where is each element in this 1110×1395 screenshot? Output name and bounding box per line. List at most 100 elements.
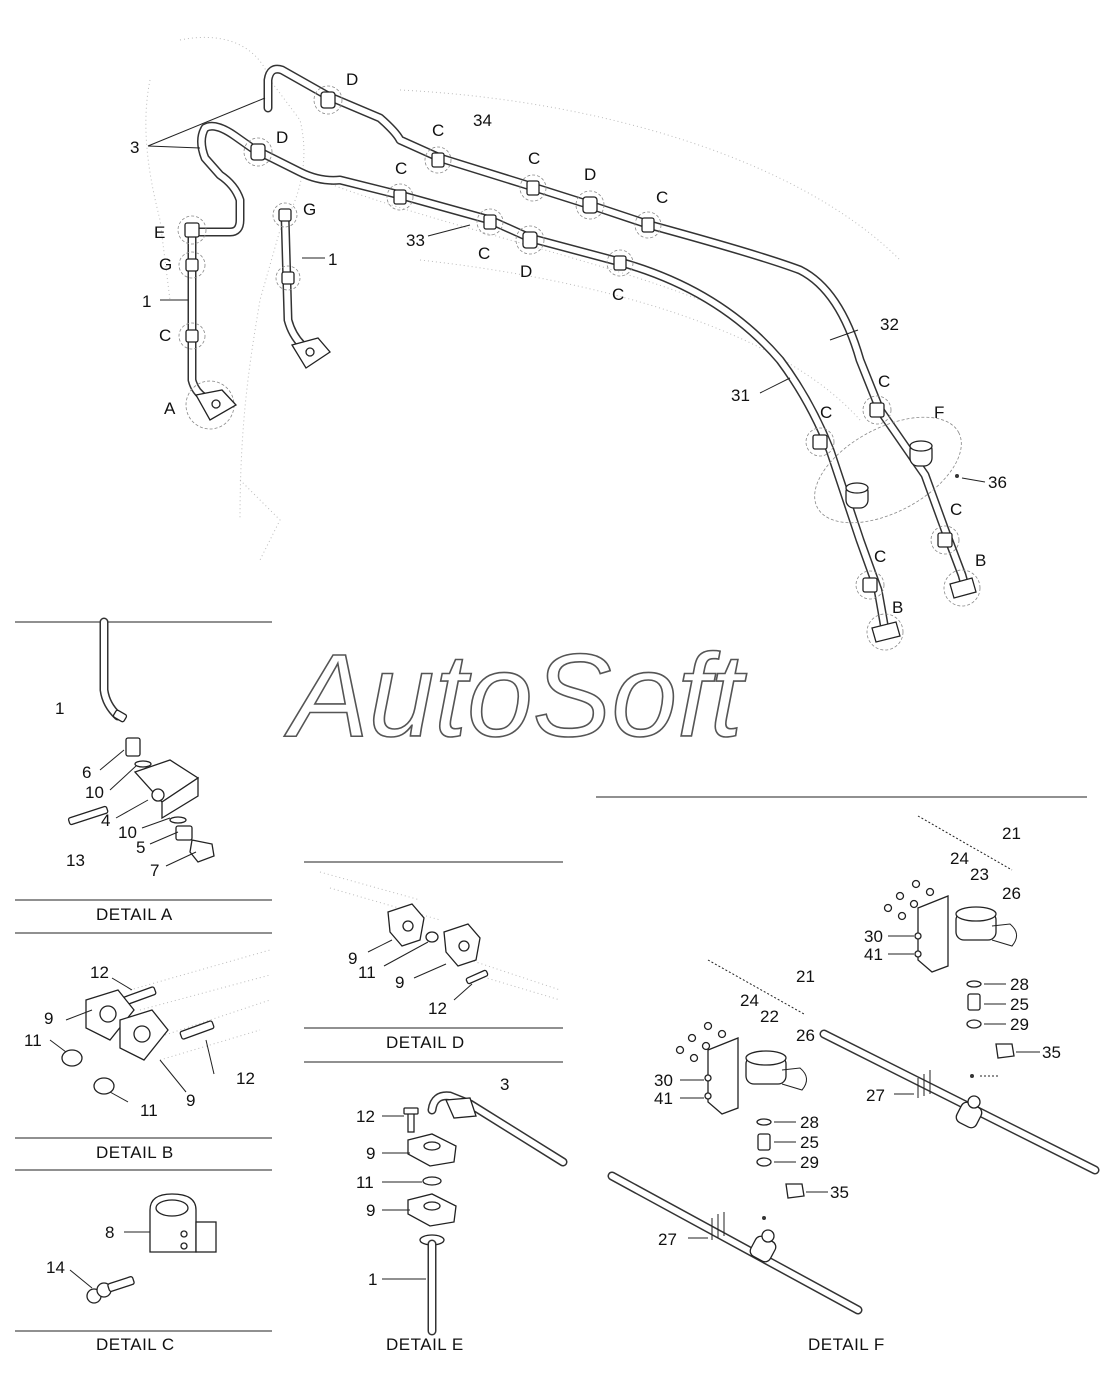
label-d: D — [584, 165, 596, 184]
label-c: C — [432, 121, 444, 140]
label-a: A — [164, 399, 176, 418]
label-24: 24 — [950, 849, 969, 868]
label-c: C — [950, 500, 962, 519]
label-c: C — [656, 188, 668, 207]
label-c: C — [159, 326, 171, 345]
watermark-text: AutoSoft — [284, 630, 747, 762]
label-41: 41 — [654, 1089, 673, 1108]
detail-b-labels: 12 9 11 12 11 9 DETAIL B — [24, 963, 255, 1162]
pipe-1-left — [187, 227, 210, 403]
block-fittings — [185, 337, 331, 430]
detail-f-labels: 21 24 23 26 30 41 28 25 29 35 27 21 24 2… — [654, 824, 1061, 1354]
label-g: G — [303, 200, 316, 219]
detail-a-caption: DETAIL A — [96, 905, 173, 924]
label-5: 5 — [136, 838, 145, 857]
label-3: 3 — [130, 138, 139, 157]
main-leaders — [147, 97, 986, 483]
label-41: 41 — [864, 945, 883, 964]
label-7: 7 — [150, 861, 159, 880]
label-22: 22 — [760, 1007, 779, 1026]
label-27: 27 — [658, 1230, 677, 1249]
label-3: 3 — [500, 1075, 509, 1094]
detail-d-drawing — [319, 871, 561, 1001]
label-d: D — [346, 70, 358, 89]
label-9: 9 — [44, 1009, 53, 1028]
label-c: C — [612, 285, 624, 304]
detail-c-labels: 8 14 DETAIL C — [46, 1223, 175, 1354]
label-31: 31 — [731, 386, 750, 405]
label-8: 8 — [105, 1223, 114, 1242]
b-flanges — [866, 569, 981, 651]
label-c: C — [820, 403, 832, 422]
label-9: 9 — [366, 1201, 375, 1220]
label-4: 4 — [101, 811, 110, 830]
main-clamps — [177, 85, 960, 600]
label-12: 12 — [356, 1107, 375, 1126]
label-32: 32 — [880, 315, 899, 334]
label-34: 34 — [473, 111, 492, 130]
label-25: 25 — [1010, 995, 1029, 1014]
label-b: B — [892, 598, 903, 617]
label-36: 36 — [988, 473, 1007, 492]
label-25: 25 — [800, 1133, 819, 1152]
label-11: 11 — [140, 1101, 158, 1120]
detail-a-drawing — [67, 617, 215, 867]
label-9: 9 — [186, 1091, 195, 1110]
label-21: 21 — [796, 967, 815, 986]
label-13: 13 — [66, 851, 85, 870]
label-11: 11 — [356, 1173, 374, 1192]
label-26: 26 — [796, 1026, 815, 1045]
label-6: 6 — [82, 763, 91, 782]
detail-c-caption: DETAIL C — [96, 1335, 175, 1354]
label-1: 1 — [328, 250, 337, 269]
label-35: 35 — [830, 1183, 849, 1202]
label-c: C — [478, 244, 490, 263]
label-21: 21 — [1002, 824, 1021, 843]
label-14: 14 — [46, 1258, 65, 1277]
label-10: 10 — [118, 823, 137, 842]
label-1: 1 — [142, 292, 151, 311]
label-28: 28 — [800, 1113, 819, 1132]
detail-d-caption: DETAIL D — [386, 1033, 465, 1052]
background-machine-outline — [145, 36, 901, 561]
label-c: C — [395, 159, 407, 178]
label-11: 11 — [358, 963, 376, 982]
detail-e-labels: 3 12 9 11 9 1 DETAIL E — [356, 1075, 509, 1354]
detail-f-caption: DETAIL F — [808, 1335, 885, 1354]
detail-a-labels: 1 6 10 4 10 5 13 7 DETAIL A — [55, 699, 173, 924]
label-30: 30 — [864, 927, 883, 946]
label-c: C — [878, 372, 890, 391]
detail-f-drawing — [607, 815, 1100, 1315]
section-dividers — [15, 621, 1087, 1332]
label-28: 28 — [1010, 975, 1029, 994]
label-12: 12 — [236, 1069, 255, 1088]
detail-b-drawing — [49, 949, 271, 1103]
label-e: E — [154, 223, 165, 242]
label-29: 29 — [1010, 1015, 1029, 1034]
detail-e-drawing — [382, 1091, 568, 1336]
pipe-31-33 — [185, 121, 890, 635]
label-11: 11 — [24, 1031, 42, 1050]
label-1: 1 — [55, 699, 64, 718]
label-12: 12 — [90, 963, 109, 982]
label-f: F — [934, 403, 944, 422]
label-9: 9 — [366, 1144, 375, 1163]
label-c: C — [528, 149, 540, 168]
label-g: G — [159, 255, 172, 274]
label-d: D — [276, 128, 288, 147]
main-labels: D 3 D 34 C C D C C E G 33 C D G 1 1 C C … — [130, 70, 1007, 617]
label-24: 24 — [740, 991, 759, 1010]
label-9: 9 — [395, 973, 404, 992]
label-30: 30 — [654, 1071, 673, 1090]
detail-d-labels: 9 11 9 12 DETAIL D — [348, 949, 465, 1052]
label-33: 33 — [406, 231, 425, 250]
label-b: B — [975, 551, 986, 570]
label-35: 35 — [1042, 1043, 1061, 1062]
pipe-32-34 — [263, 64, 970, 595]
label-27: 27 — [866, 1086, 885, 1105]
f-region — [814, 416, 962, 524]
label-23: 23 — [970, 865, 989, 884]
detail-c-drawing — [69, 1193, 217, 1304]
label-10: 10 — [85, 783, 104, 802]
